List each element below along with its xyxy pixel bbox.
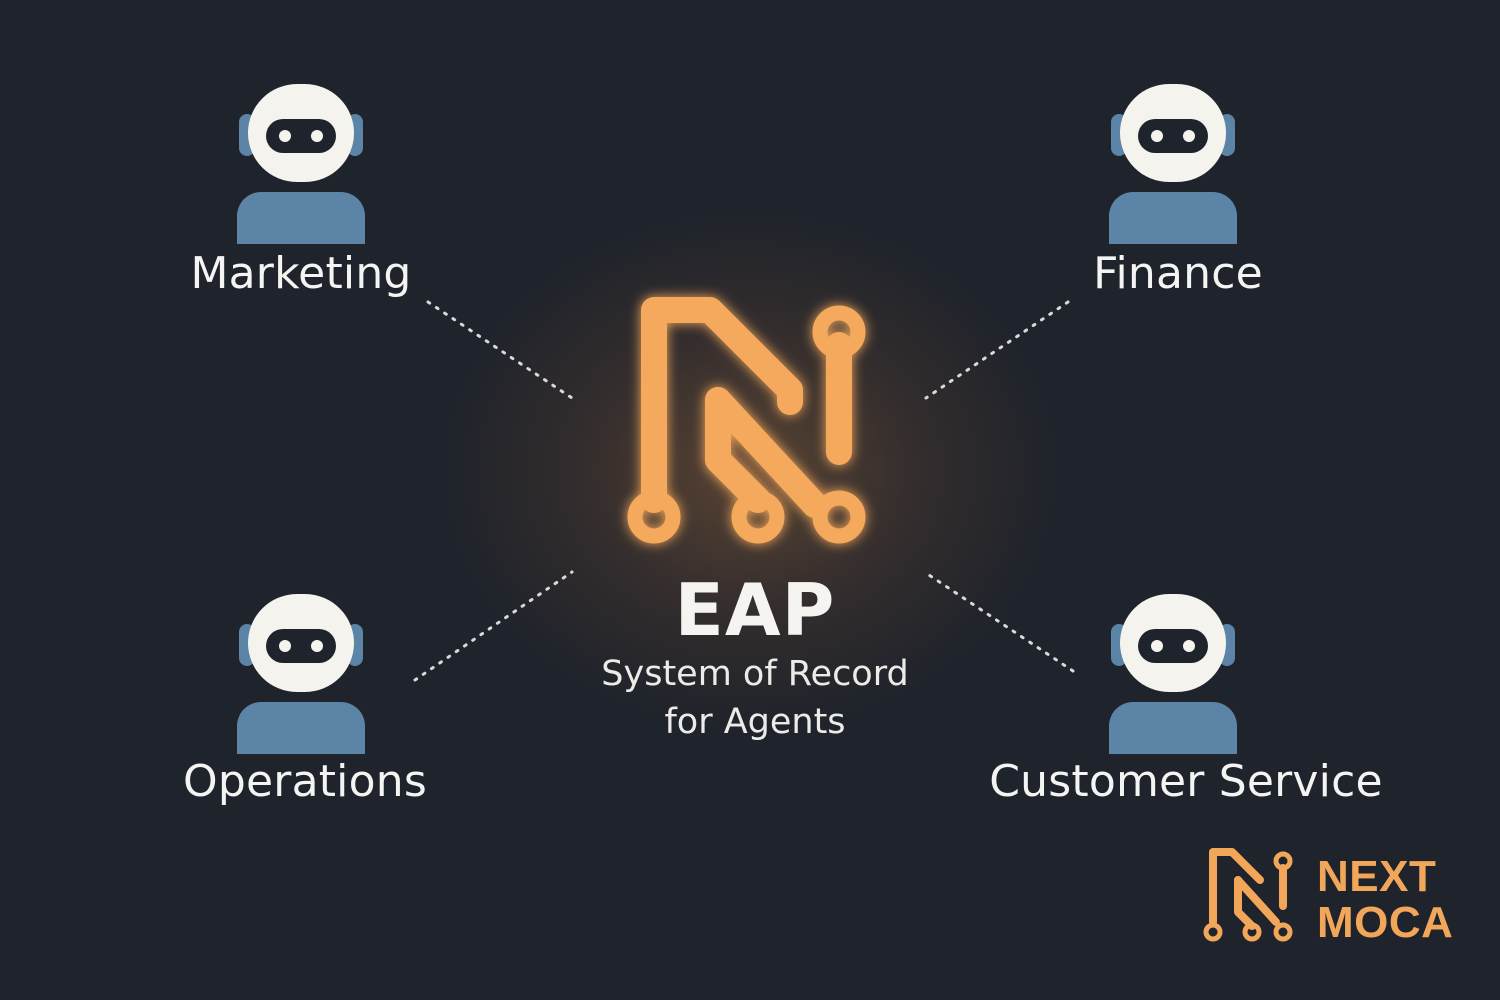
connector-customer-service	[924, 571, 1075, 673]
brand-logo: NEXT MOCA	[1200, 842, 1470, 952]
agent-label-marketing: Marketing	[190, 248, 412, 299]
agent-finance	[1103, 84, 1243, 244]
agent-label-finance: Finance	[1093, 248, 1263, 299]
agent-operations	[231, 594, 371, 754]
robot-agent-icon	[1109, 594, 1237, 754]
robot-agent-icon	[237, 84, 365, 244]
center-subtitle-line2: for Agents	[664, 702, 846, 742]
connector-finance	[924, 300, 1070, 400]
robot-agent-icon	[237, 594, 365, 754]
connector-marketing	[426, 300, 574, 400]
brand-line1: NEXT	[1317, 852, 1437, 901]
robot-agent-icon	[1109, 84, 1237, 244]
center-subtitle-line1: System of Record	[601, 654, 909, 694]
agent-marketing	[231, 84, 371, 244]
brand-line2: MOCA	[1317, 898, 1454, 947]
center-title: EAP	[674, 568, 836, 652]
agent-customer-service	[1103, 594, 1243, 754]
brand-wordmark: NEXT MOCA	[1317, 854, 1453, 946]
center-subtitle: System of Record for Agents	[555, 650, 955, 746]
agent-label-operations: Operations	[183, 756, 427, 807]
brand-circuit-n-icon	[1203, 848, 1293, 942]
agent-label-customer-service: Customer Service	[989, 756, 1383, 807]
connector-operations	[413, 570, 574, 682]
center-glow	[440, 210, 1060, 730]
